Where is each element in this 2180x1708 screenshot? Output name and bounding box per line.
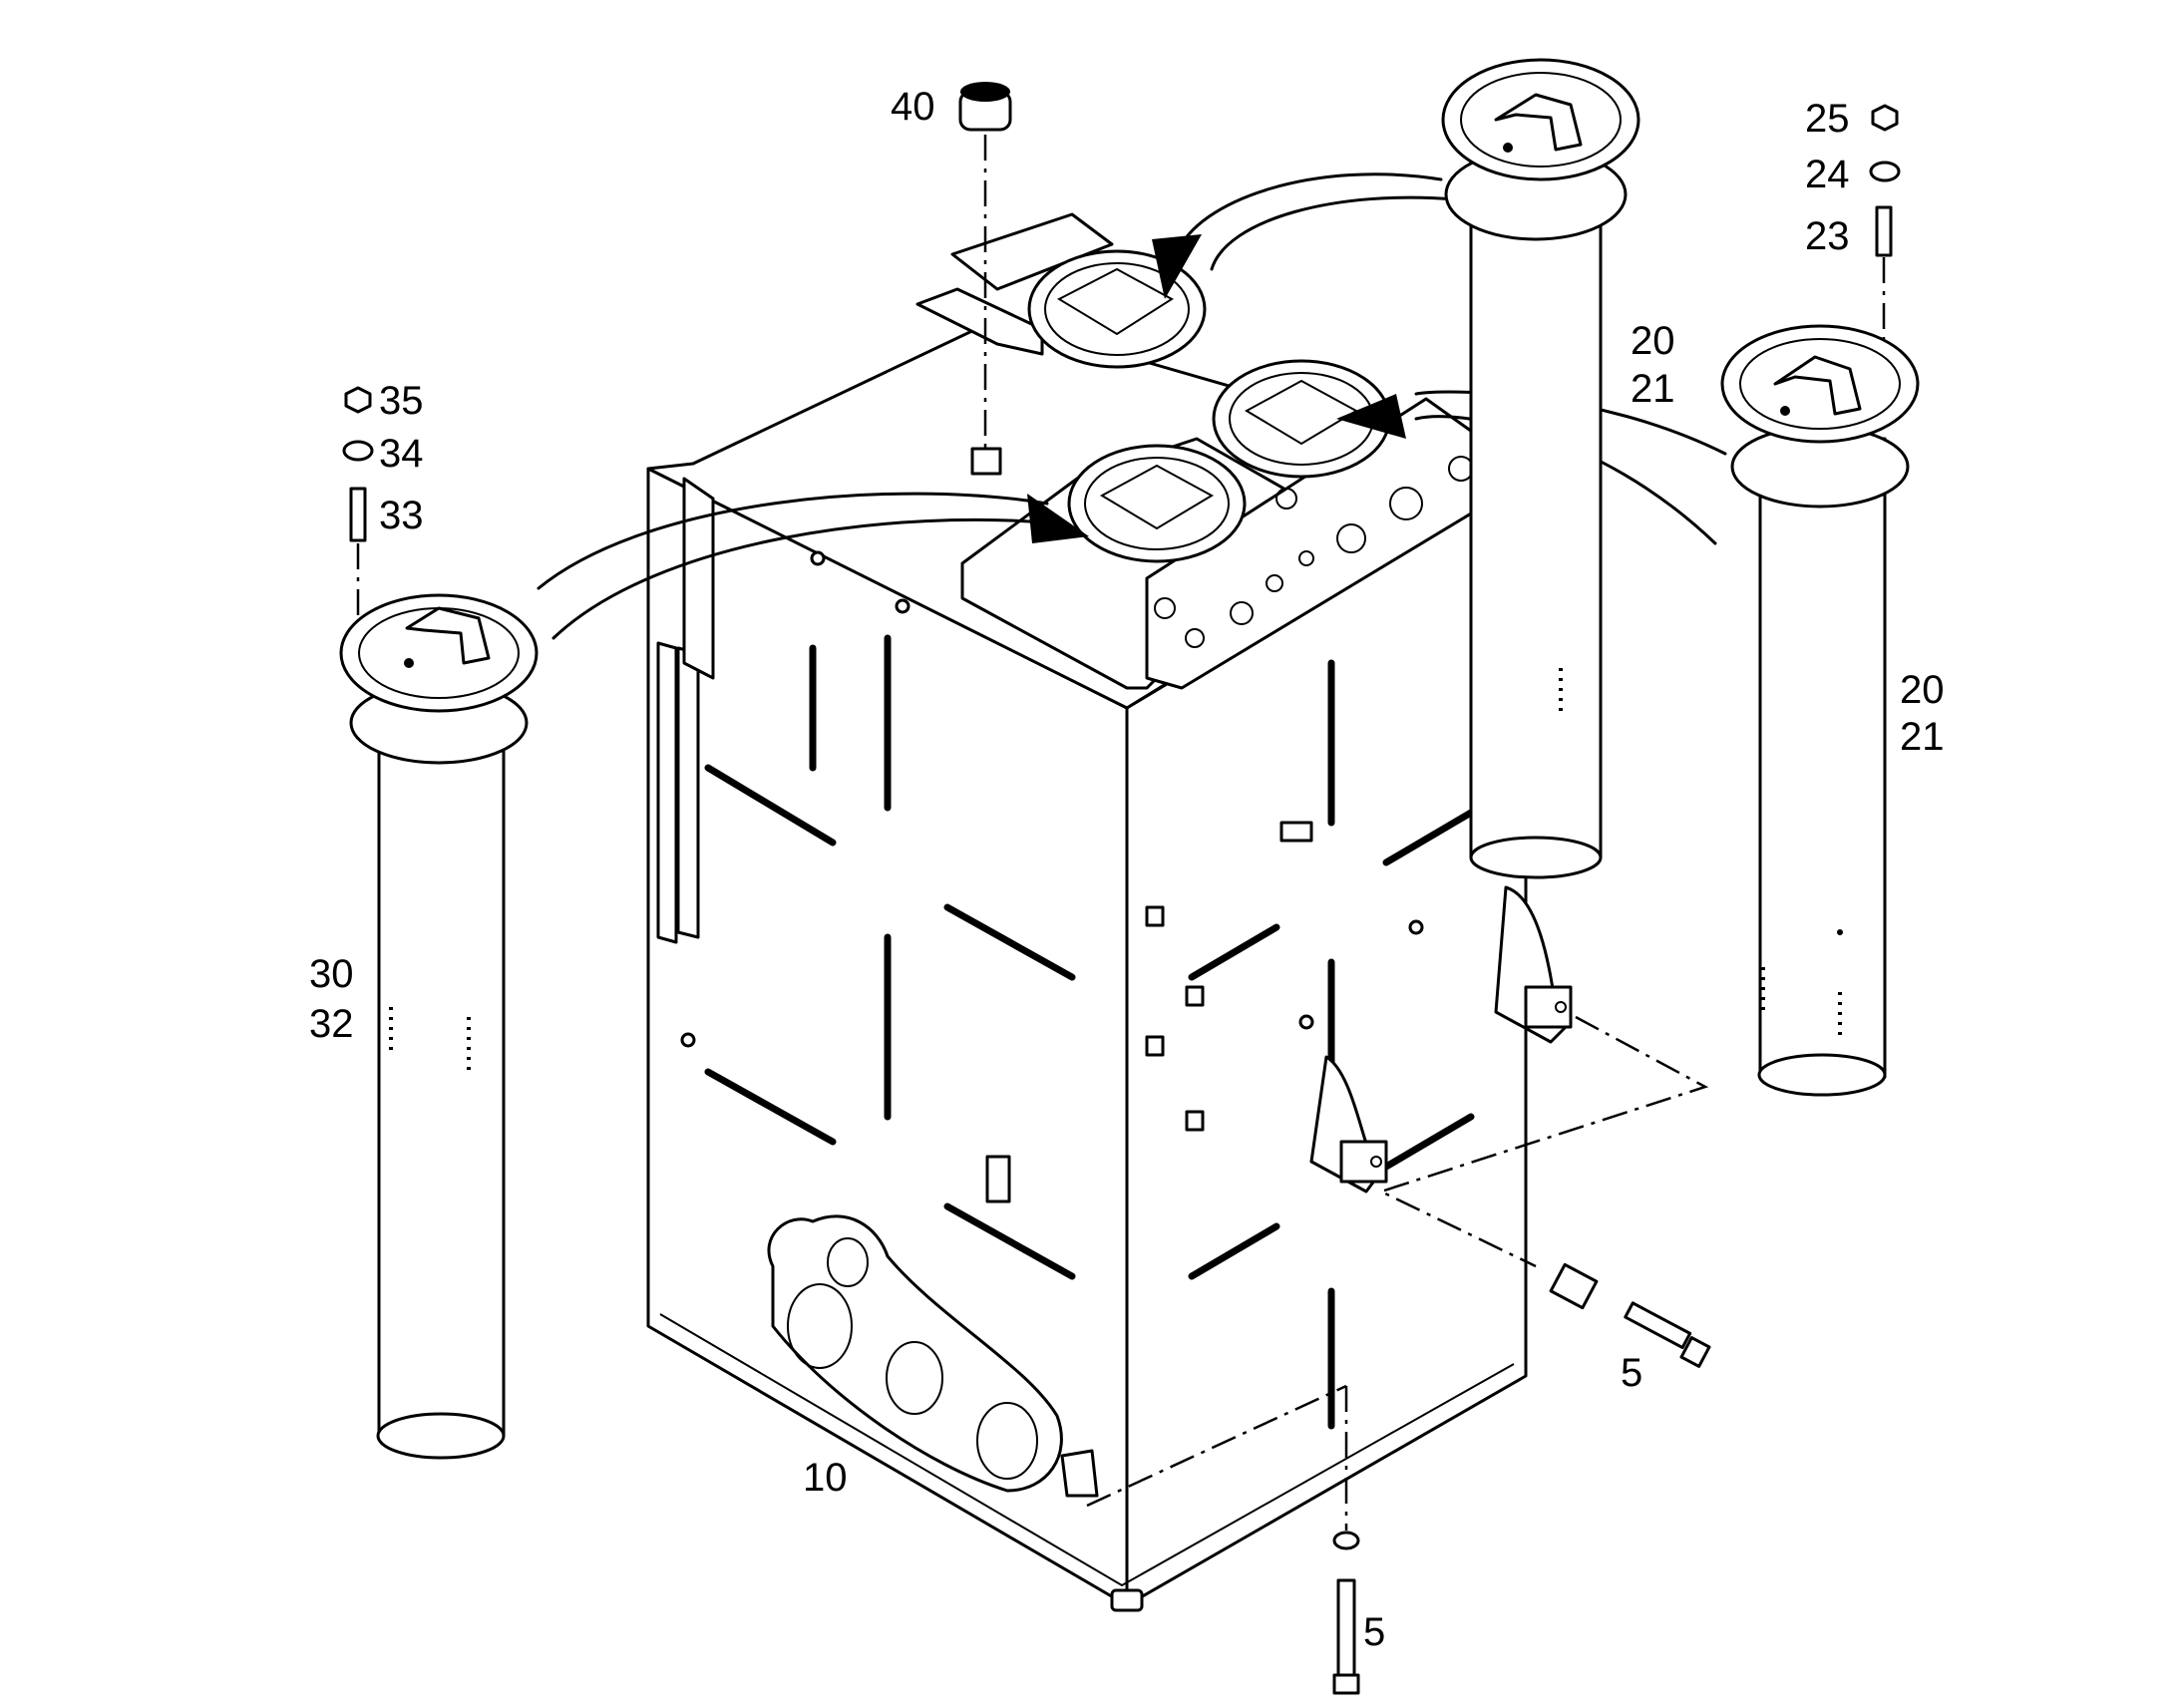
bolt-assembly-bottom (1086, 1384, 1360, 1695)
bolt-assembly-right (1377, 1015, 1711, 1368)
label-20-front: 20 (1900, 668, 1945, 712)
label-23: 23 (1805, 214, 1850, 258)
insertion-arrows (537, 172, 1727, 640)
stud-set-right (1869, 104, 1901, 339)
label-5-bottom: 5 (1363, 1610, 1385, 1654)
label-21-rear: 21 (1631, 367, 1675, 411)
label-24: 24 (1805, 153, 1850, 196)
label-32: 32 (309, 1002, 354, 1046)
callout-labels: 40 25 24 23 20 21 20 21 35 34 33 30 32 1… (309, 85, 1945, 1654)
stud-set-left (342, 386, 374, 623)
side-brackets (1309, 885, 1573, 1194)
label-5-right: 5 (1621, 1351, 1642, 1395)
knob-cap (958, 82, 1012, 476)
label-35: 35 (379, 379, 424, 423)
label-10: 10 (803, 1456, 848, 1500)
filler-tube-left (339, 593, 539, 1460)
label-33: 33 (379, 494, 424, 537)
label-21-front: 21 (1900, 715, 1945, 759)
filler-tube-rear (1441, 58, 1640, 879)
filler-tube-front (1720, 324, 1920, 1097)
arrow-head-3 (1027, 494, 1089, 543)
label-40: 40 (891, 85, 935, 129)
tank-lifting-lug (767, 1214, 1099, 1498)
label-20-rear: 20 (1631, 319, 1675, 363)
label-34: 34 (379, 432, 424, 476)
label-25: 25 (1805, 97, 1850, 141)
face-slots (704, 634, 1475, 1430)
arrow-head-1 (1152, 234, 1202, 299)
label-30: 30 (309, 952, 354, 996)
arrow-head-2 (1336, 394, 1406, 439)
